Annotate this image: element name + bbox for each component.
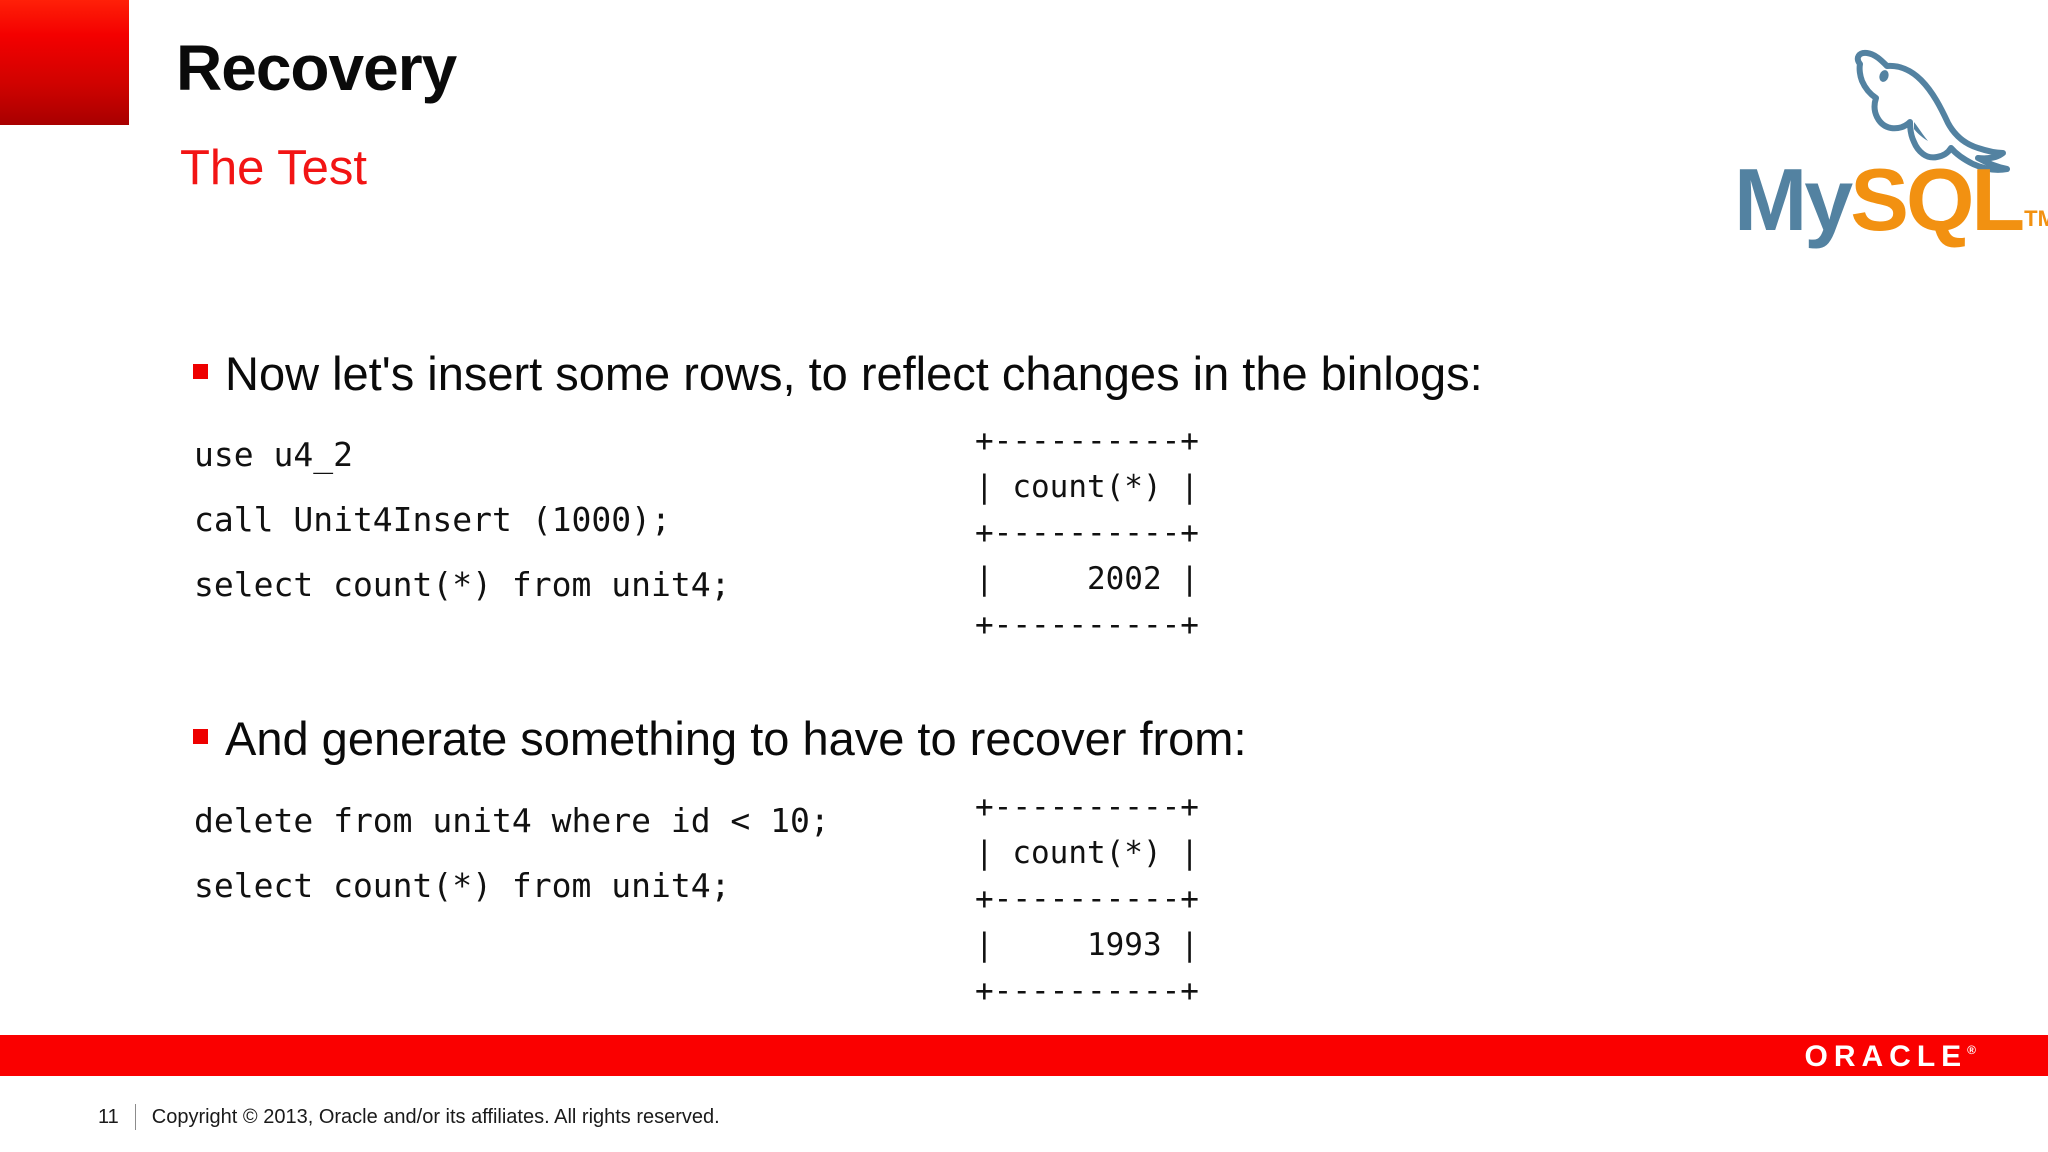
bullet-square-icon xyxy=(193,364,208,379)
oracle-registered-mark: ® xyxy=(1967,1043,1976,1057)
slide-body: Now let's insert some rows, to reflect c… xyxy=(193,350,1483,1009)
result-table-1: +----------+ | count(*) | +----------+ |… xyxy=(975,423,1199,643)
mysql-wordmark-sql: SQL xyxy=(1850,150,2025,249)
code-block-2: delete from unit4 where id < 10; select … xyxy=(194,801,830,905)
bullet-item-2: And generate something to have to recove… xyxy=(193,715,1247,762)
footer: 11 Copyright © 2013, Oracle and/or its a… xyxy=(98,1104,720,1130)
code-block-1: use u4_2 call Unit4Insert (1000); select… xyxy=(194,435,731,604)
bullet-text-1: Now let's insert some rows, to reflect c… xyxy=(225,347,1483,400)
corner-accent-block xyxy=(0,0,129,125)
mysql-trademark: TM xyxy=(2024,206,2048,231)
page-number: 11 xyxy=(98,1105,119,1128)
bullet-text-2: And generate something to have to recove… xyxy=(225,712,1247,765)
oracle-logo: ORACLE® xyxy=(1804,1040,1976,1074)
footer-bar xyxy=(0,1035,2048,1076)
mysql-logo: MySQLTM xyxy=(1734,28,2048,244)
footer-divider xyxy=(134,1104,136,1130)
oracle-wordmark: ORACLE xyxy=(1804,1040,1968,1073)
page-title: Recovery xyxy=(176,32,457,104)
result-table-2: +----------+ | count(*) | +----------+ |… xyxy=(975,789,1199,1009)
mysql-wordmark: MySQLTM xyxy=(1734,156,2048,244)
page-subtitle: The Test xyxy=(180,141,368,195)
copyright-text: Copyright © 2013, Oracle and/or its affi… xyxy=(151,1105,720,1128)
dolphin-icon xyxy=(1854,49,2010,173)
bullet-item-1: Now let's insert some rows, to reflect c… xyxy=(193,350,1483,397)
bullet-square-icon xyxy=(193,729,208,744)
mysql-wordmark-my: My xyxy=(1734,150,1853,249)
